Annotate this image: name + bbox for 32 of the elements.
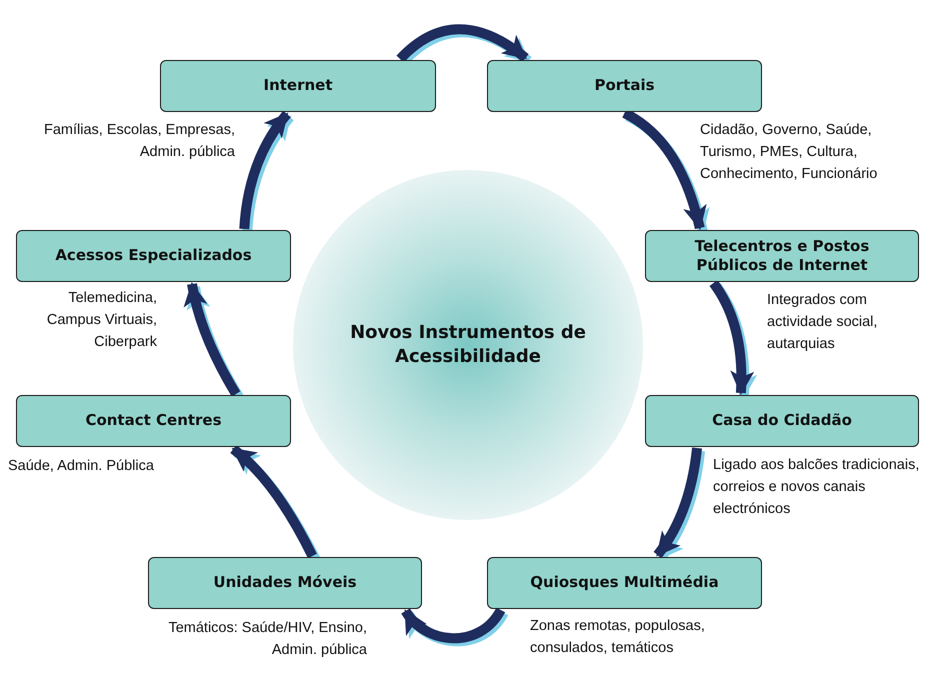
box-label: Casa do Cidadão <box>712 411 852 431</box>
category-box <box>16 230 291 282</box>
description-text: Famílias, Escolas, Empresas, Admin. pública <box>43 121 235 162</box>
box-label: Telecentros e Postos Públicos de Internet <box>694 236 870 276</box>
box-label: Acessos Especializados <box>55 246 252 266</box>
box-label: Contact Centres <box>85 411 222 431</box>
box-label: Portais <box>594 76 655 96</box>
curved-arrow <box>230 445 317 558</box>
description-text: Temáticos: Saúde/HIV, Ensino, Admin. pública <box>167 619 367 660</box>
curved-arrow <box>709 280 754 395</box>
category-box <box>16 395 291 447</box>
curved-arrow <box>401 607 505 644</box>
description-text: Integrados com actividade social, autarquias <box>767 291 878 354</box>
category-box <box>160 60 436 112</box>
center-title: Novos Instrumentos de Acessibilidade <box>349 320 587 369</box>
box-label: Unidades Móveis <box>213 573 357 593</box>
curved-arrow <box>239 110 291 230</box>
category-box <box>148 557 422 609</box>
curved-arrow <box>184 282 240 397</box>
box-label: Quiosques Multimédia <box>530 573 719 593</box>
curved-arrow <box>654 447 702 558</box>
category-box <box>487 60 762 112</box>
category-box <box>645 230 919 282</box>
category-box <box>487 557 762 609</box>
description-text: Zonas remotas, populosas, consulados, temáticos <box>530 617 706 658</box>
description-text: Saúde, Admin. Pública <box>8 457 155 476</box>
description-text: Ligado aos balcões tradicionais, correios e novos canais electrónicos <box>713 456 920 518</box>
box-label: Internet <box>263 76 333 96</box>
curved-arrow <box>396 24 529 63</box>
description-text: Telemedicina, Campus Virtuais, Ciberpark <box>46 289 157 352</box>
category-box <box>645 395 919 447</box>
description-text: Cidadão, Governo, Saúde, Turismo, PMEs, Cultura, Conhecimento, Funcionário <box>700 121 878 184</box>
